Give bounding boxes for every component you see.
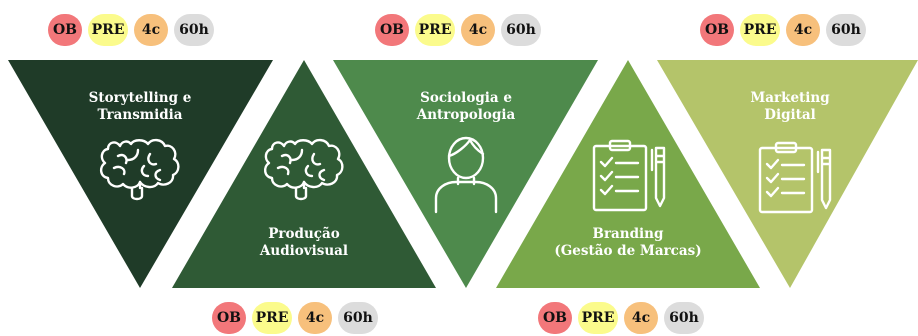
course-2-triangle[interactable]: [172, 60, 436, 288]
credits-badge: 4c: [786, 14, 820, 46]
course-4-title-line2: (Gestão de Marcas): [554, 243, 702, 259]
person-icon: [434, 136, 498, 214]
course-2-title-line2: Audiovisual: [259, 243, 349, 259]
hours-badge: 60h: [174, 14, 214, 46]
course-3-triangle[interactable]: [333, 60, 598, 288]
checklist-icon: [758, 141, 832, 214]
pre-badge: PRE: [578, 302, 618, 334]
checklist-icon: [592, 139, 666, 212]
ob-badge: OB: [375, 14, 409, 46]
ob-badge: OB: [48, 14, 82, 46]
course-3-title-line2: Antropologia: [416, 107, 516, 123]
pre-badge: PRE: [252, 302, 292, 334]
course-1-title: Storytelling e Transmidia: [60, 90, 220, 124]
credits-badge: 4c: [624, 302, 658, 334]
ob-badge: OB: [700, 14, 734, 46]
course-5-triangle[interactable]: [657, 60, 918, 288]
ob-badge: OB: [212, 302, 246, 334]
hours-badge: 60h: [501, 14, 541, 46]
hours-badge: 60h: [664, 302, 704, 334]
course-5-title: Marketing Digital: [710, 90, 870, 124]
hours-badge: 60h: [338, 302, 378, 334]
course-4-triangle[interactable]: [496, 60, 760, 288]
course-1-title-line1: Storytelling e: [88, 90, 192, 106]
course-1-triangle[interactable]: [8, 60, 273, 288]
pre-badge: PRE: [88, 14, 128, 46]
brain-icon: [100, 138, 180, 201]
course-4-title-line1: Branding: [592, 226, 664, 242]
course-2-title: Produção Audiovisual: [224, 226, 384, 260]
brain-icon: [264, 138, 344, 201]
course-4-badges: OB PRE 4c 60h: [538, 302, 704, 334]
pre-badge: PRE: [740, 14, 780, 46]
course-4-title: Branding (Gestão de Marcas): [548, 226, 708, 260]
ob-badge: OB: [538, 302, 572, 334]
course-5-title-line1: Marketing: [750, 90, 830, 106]
course-3-title: Sociologia e Antropologia: [386, 90, 546, 124]
course-2-badges: OB PRE 4c 60h: [212, 302, 378, 334]
pre-badge: PRE: [415, 14, 455, 46]
credits-badge: 4c: [461, 14, 495, 46]
credits-badge: 4c: [298, 302, 332, 334]
course-5-title-line2: Digital: [764, 107, 816, 123]
course-5-badges: OB PRE 4c 60h: [700, 14, 866, 46]
course-1-title-line2: Transmidia: [97, 107, 183, 123]
course-2-title-line1: Produção: [268, 226, 340, 242]
credits-badge: 4c: [134, 14, 168, 46]
course-3-badges: OB PRE 4c 60h: [375, 14, 541, 46]
hours-badge: 60h: [826, 14, 866, 46]
course-3-title-line1: Sociologia e: [420, 90, 512, 106]
course-1-badges: OB PRE 4c 60h: [48, 14, 214, 46]
